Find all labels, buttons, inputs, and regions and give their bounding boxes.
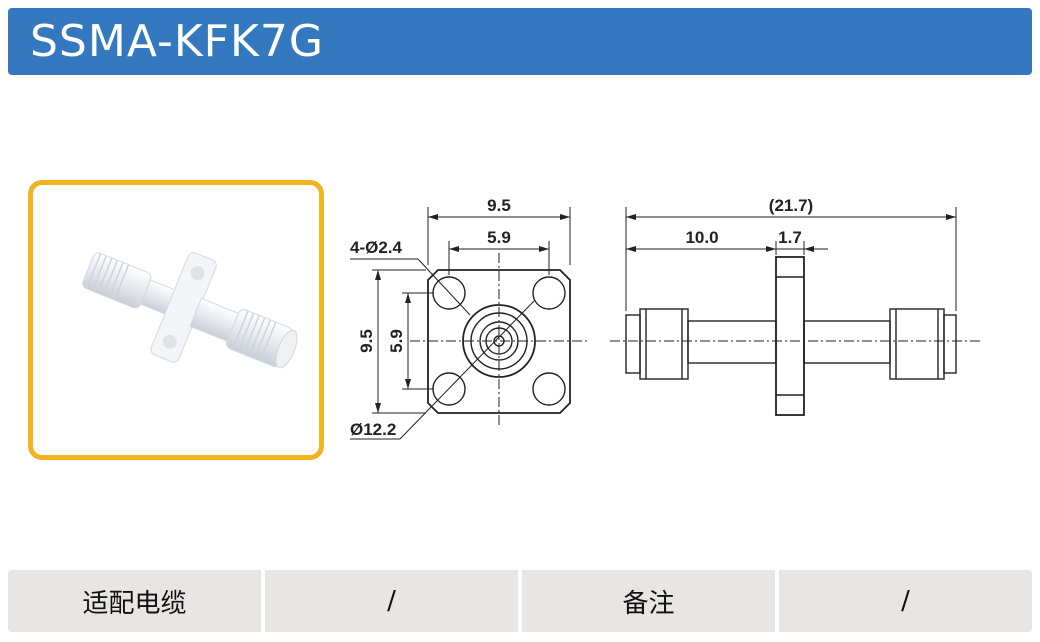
product-photo-frame xyxy=(28,180,324,460)
dim-side-total: (21.7) xyxy=(769,196,813,215)
remark-value: / xyxy=(779,570,1032,632)
connector-rendering xyxy=(82,252,298,369)
technical-drawing: 9.5 5.9 4-Ø2.4 9.5 5.9 Ø12.2 (21.7) 10.0… xyxy=(350,196,980,440)
spec-table: 适配电缆 / 备注 / xyxy=(8,570,1032,632)
title-bar: SSMA-KFK7G xyxy=(8,8,1032,75)
remark-label: 备注 xyxy=(522,570,775,632)
product-title: SSMA-KFK7G xyxy=(30,16,324,67)
dim-front-height: 9.5 xyxy=(357,329,376,353)
dim-front-hole-spacing-v: 5.9 xyxy=(387,329,406,353)
cable-value: / xyxy=(265,570,518,632)
dim-front-width: 9.5 xyxy=(487,196,511,215)
dim-holes: 4-Ø2.4 xyxy=(350,238,403,257)
dim-side-length: 10.0 xyxy=(685,228,718,247)
cable-label: 适配电缆 xyxy=(8,570,261,632)
dim-front-hole-spacing: 5.9 xyxy=(487,228,511,247)
dim-outer-diameter: Ø12.2 xyxy=(350,420,396,439)
dim-flange-thickness: 1.7 xyxy=(778,228,802,247)
